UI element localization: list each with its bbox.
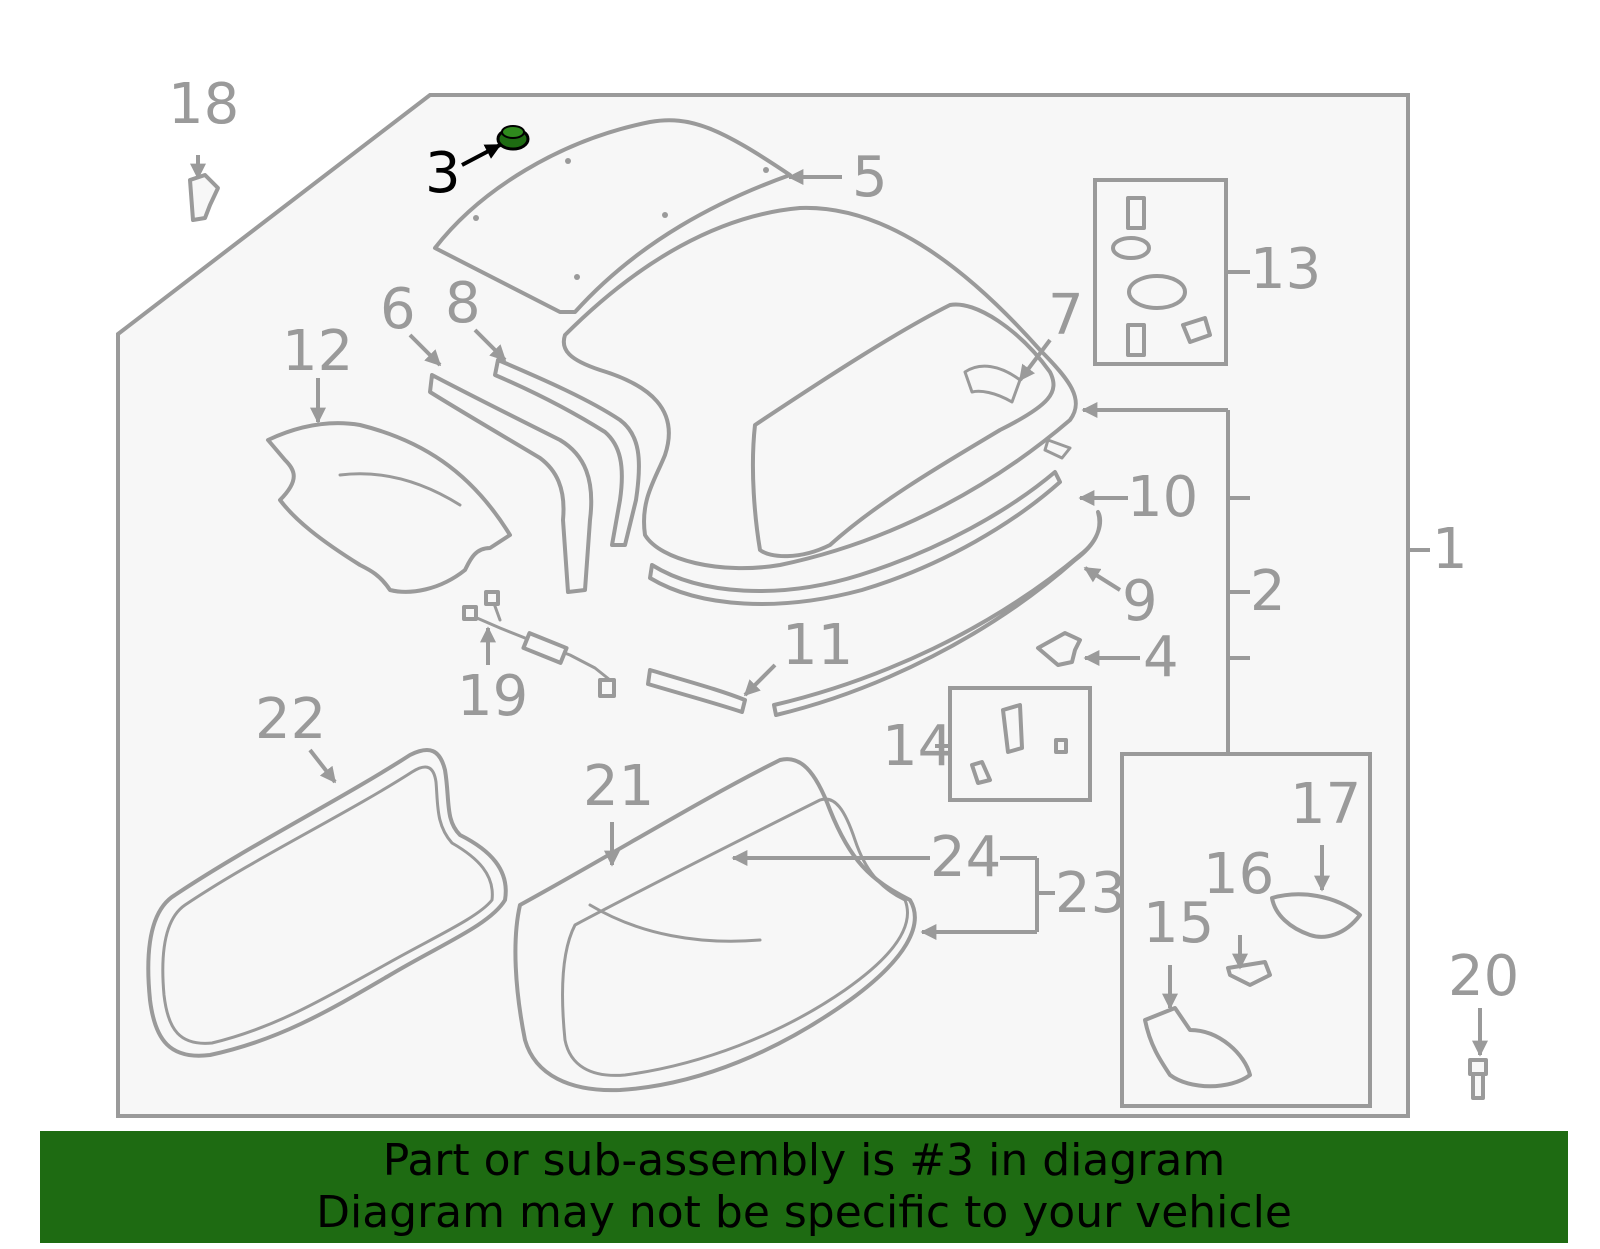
label-13: 13: [1250, 237, 1321, 302]
part-5-headliner[interactable]: [433, 118, 792, 314]
info-banner: Part or sub-assembly is #3 in diagram Di…: [40, 1131, 1568, 1243]
label-17: 17: [1290, 772, 1361, 837]
part-3-highlighted[interactable]: [496, 125, 530, 151]
label-22: 22: [255, 687, 326, 752]
part-20-bolt[interactable]: [1468, 1058, 1488, 1100]
part-4-bracket[interactable]: [1036, 631, 1082, 667]
label-20: 20: [1448, 944, 1519, 1009]
part-19-cable[interactable]: [462, 590, 616, 698]
leader-lines: [190, 143, 1488, 1057]
label-24: 24: [930, 825, 1001, 890]
label-4: 4: [1143, 625, 1179, 690]
label-23: 23: [1055, 861, 1126, 926]
label-21: 21: [583, 754, 654, 819]
part-22-window[interactable]: [146, 748, 508, 1058]
part-12-panel[interactable]: [266, 421, 512, 594]
label-10: 10: [1127, 465, 1198, 530]
label-12: 12: [282, 319, 353, 384]
label-8: 8: [445, 271, 481, 336]
label-18: 18: [168, 72, 239, 137]
label-11: 11: [782, 613, 853, 678]
label-14: 14: [882, 714, 953, 779]
part-10-weatherstrip[interactable]: [648, 470, 1062, 606]
banner-line-1: Part or sub-assembly is #3 in diagram: [382, 1135, 1226, 1186]
label-16: 16: [1203, 842, 1274, 907]
part-6-rail[interactable]: [428, 373, 594, 594]
label-19: 19: [457, 664, 528, 729]
banner-line-2: Diagram may not be specific to your vehi…: [316, 1187, 1292, 1238]
label-5: 5: [852, 145, 888, 210]
part-2-soft-top[interactable]: [561, 205, 1078, 571]
part-7-handle[interactable]: [1043, 438, 1072, 460]
label-3: 3: [425, 141, 461, 206]
label-9: 9: [1122, 569, 1158, 634]
label-2: 2: [1250, 559, 1286, 624]
label-15: 15: [1143, 891, 1214, 956]
label-7: 7: [1048, 283, 1084, 348]
label-6: 6: [380, 277, 416, 342]
label-1: 1: [1432, 517, 1468, 582]
part-18-clip[interactable]: [188, 173, 220, 222]
part-11-molding[interactable]: [646, 668, 747, 714]
part-21-lid[interactable]: [513, 757, 917, 1093]
part-9-molding[interactable]: [772, 510, 1103, 717]
box-15-17-hardware[interactable]: [1120, 752, 1372, 1108]
part-8-rail[interactable]: [493, 358, 641, 547]
